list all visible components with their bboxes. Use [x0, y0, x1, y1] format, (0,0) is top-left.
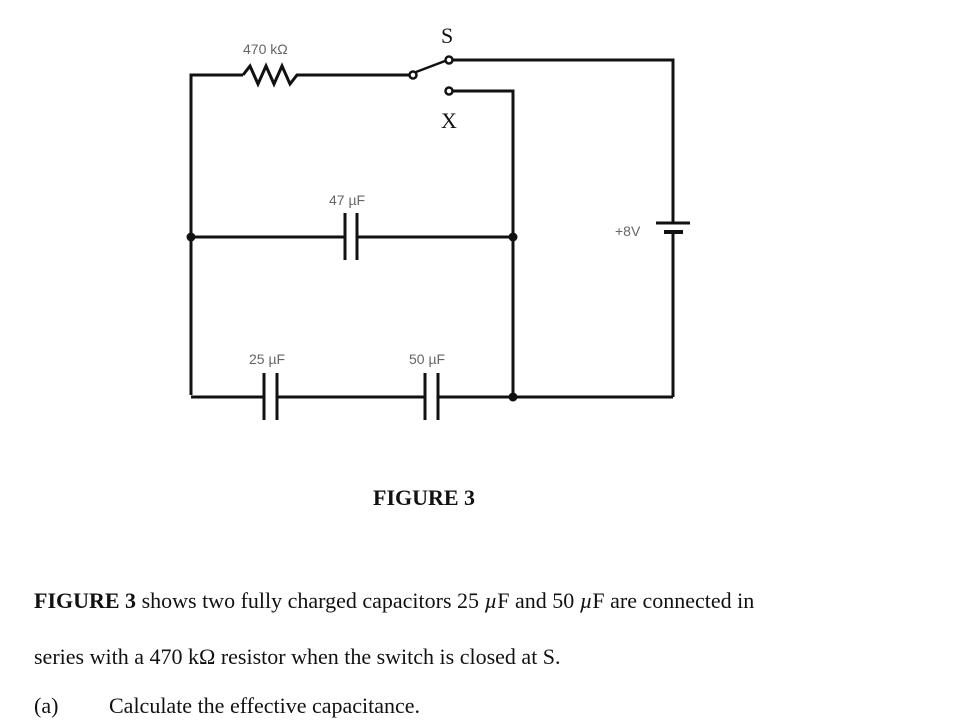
question-text: Calculate the effective capacitance.: [109, 693, 421, 718]
question-number: (a): [34, 693, 59, 718]
cap25-label: 25 µF: [249, 351, 285, 367]
junction-left: [186, 232, 196, 242]
problem-statement-line2: series with a 470 kΩ resistor when the s…: [34, 644, 561, 669]
problem-statement-line1: FIGURE 3 shows two fully charged capacit…: [34, 588, 754, 614]
resistor-470k: [241, 62, 410, 88]
battery-label: +8V: [615, 223, 641, 239]
figure-caption: FIGURE 3: [373, 485, 476, 510]
wire-x-to-node: [453, 89, 515, 395]
statement-text: F and 50: [497, 588, 580, 613]
switch-terminal-x: [444, 86, 454, 96]
statement-text: F are connected in: [592, 588, 755, 613]
cap47-label: 47 µF: [329, 192, 365, 208]
cap50-label: 50 µF: [409, 351, 445, 367]
mu-symbol: µ: [484, 588, 498, 613]
statement-text: shows two fully charged capacitors 25: [136, 588, 485, 613]
switch-pivot: [408, 70, 418, 80]
question-a: (a) Calculate the effective capacitance.: [34, 693, 420, 719]
switch-terminal-s: [444, 55, 454, 65]
switch-s-label: S: [441, 23, 453, 48]
resistor-label: 470 kΩ: [243, 41, 288, 57]
mu-symbol: µ: [579, 588, 593, 613]
switch-lever: [415, 59, 446, 74]
circuit-diagram: 470 kΩ S X 47 µF 25 µF 50 µF +8V: [186, 23, 690, 420]
junction-right: [508, 232, 518, 242]
junction-bottom: [508, 392, 518, 402]
figure-reference: FIGURE 3: [34, 588, 137, 613]
wire-left: [189, 73, 243, 395]
switch-x-label: X: [441, 108, 457, 133]
wire-s-to-battery: [453, 58, 675, 222]
